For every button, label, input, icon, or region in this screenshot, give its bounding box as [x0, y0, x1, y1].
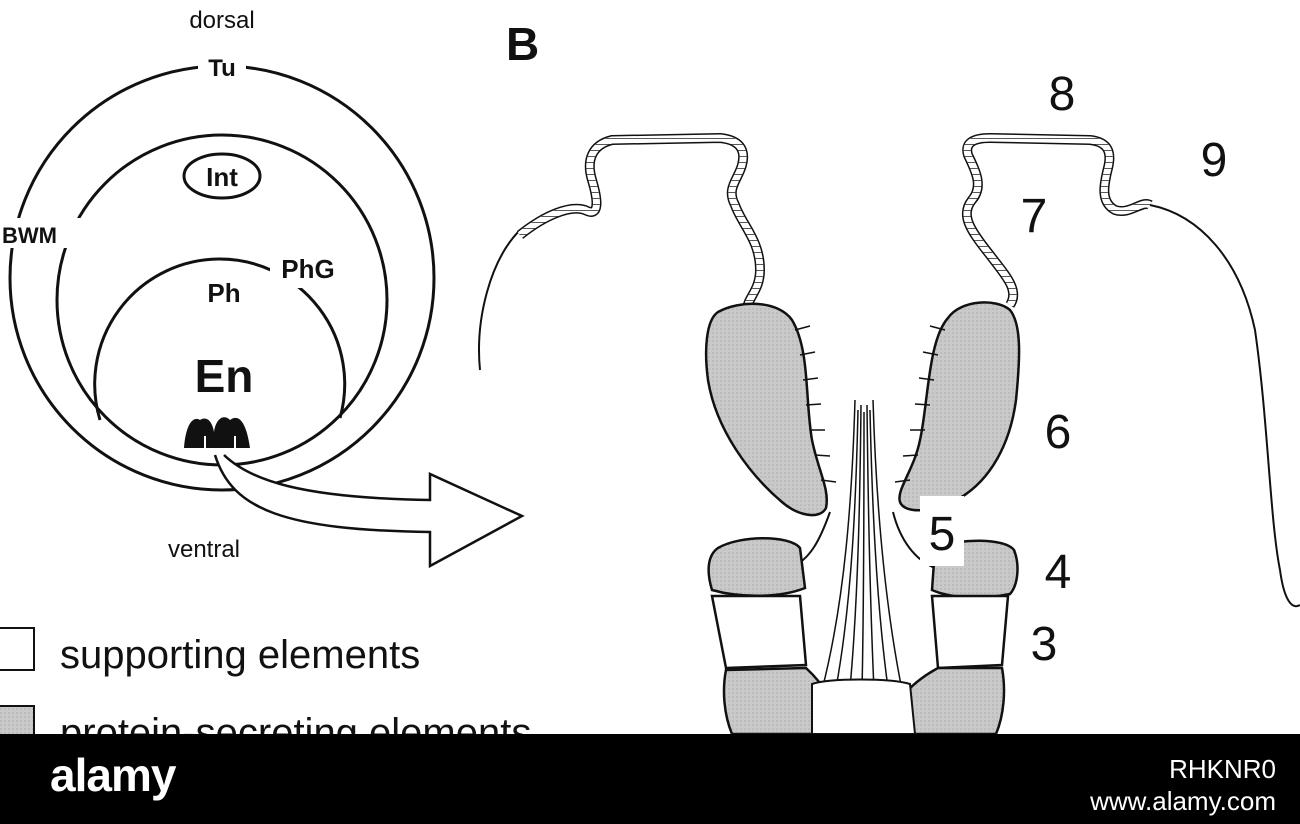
- cross-section-diagram: dorsal Tu Int BWM Ph PhG En ventral: [0, 7, 525, 569]
- arrow-to-detail-icon: [213, 454, 525, 569]
- tu-label-bg: [198, 56, 246, 80]
- zone-number-5: 5: [929, 508, 956, 561]
- central-flagella: [821, 399, 903, 691]
- zone6-lobe-right: [898, 301, 1021, 512]
- pharynx-ring: [93, 257, 347, 421]
- site-url: www.alamy.com: [1090, 786, 1276, 816]
- label-ph: Ph: [207, 278, 240, 308]
- zone3-left: [710, 594, 808, 670]
- image-id: RHKNR0: [1169, 754, 1276, 784]
- zone-number-7: 7: [1021, 190, 1048, 243]
- zone1-base: [811, 678, 917, 735]
- bwm-label-bg: [0, 218, 82, 248]
- zone4-left: [707, 537, 807, 597]
- label-phg: PhG: [281, 254, 334, 284]
- label-bwm: BWM: [2, 223, 57, 248]
- hatched-band-left: [516, 132, 766, 312]
- legend-swatch-supporting: [0, 627, 35, 671]
- label-dorsal: dorsal: [189, 7, 254, 34]
- zone-number-4: 4: [1045, 546, 1072, 599]
- legend-swatch-protein: [0, 705, 35, 737]
- cilia-zone6: [794, 325, 946, 483]
- zone-numbers: 8 9 7 6 5 4 3: [920, 68, 1227, 671]
- label-tu: Tu: [208, 55, 236, 82]
- label-int: Int: [206, 162, 238, 192]
- stock-logo: alamy: [50, 749, 176, 801]
- zone-number-9: 9: [1201, 134, 1228, 187]
- endostyle-detail-diagram: [478, 132, 1300, 736]
- panel-b-label: B: [506, 18, 539, 70]
- intestine-oval: [182, 152, 262, 200]
- label-ventral: ventral: [168, 536, 240, 563]
- hatched-band-right: [961, 132, 1153, 308]
- label-en: En: [195, 350, 254, 402]
- outer-epithelium-right: [1149, 204, 1300, 608]
- legend-label-supporting: supporting elements: [60, 633, 420, 677]
- zone5-label-bg: [920, 496, 964, 566]
- footer-bar: [0, 734, 1300, 824]
- endostyle-icon: [184, 417, 250, 448]
- zone-number-3: 3: [1031, 618, 1058, 671]
- zone3-right: [930, 594, 1010, 670]
- phg-label-bg: [270, 252, 346, 288]
- zone-number-6: 6: [1045, 406, 1072, 459]
- zone6-lobe-left: [704, 302, 829, 517]
- zone-number-8: 8: [1049, 68, 1076, 121]
